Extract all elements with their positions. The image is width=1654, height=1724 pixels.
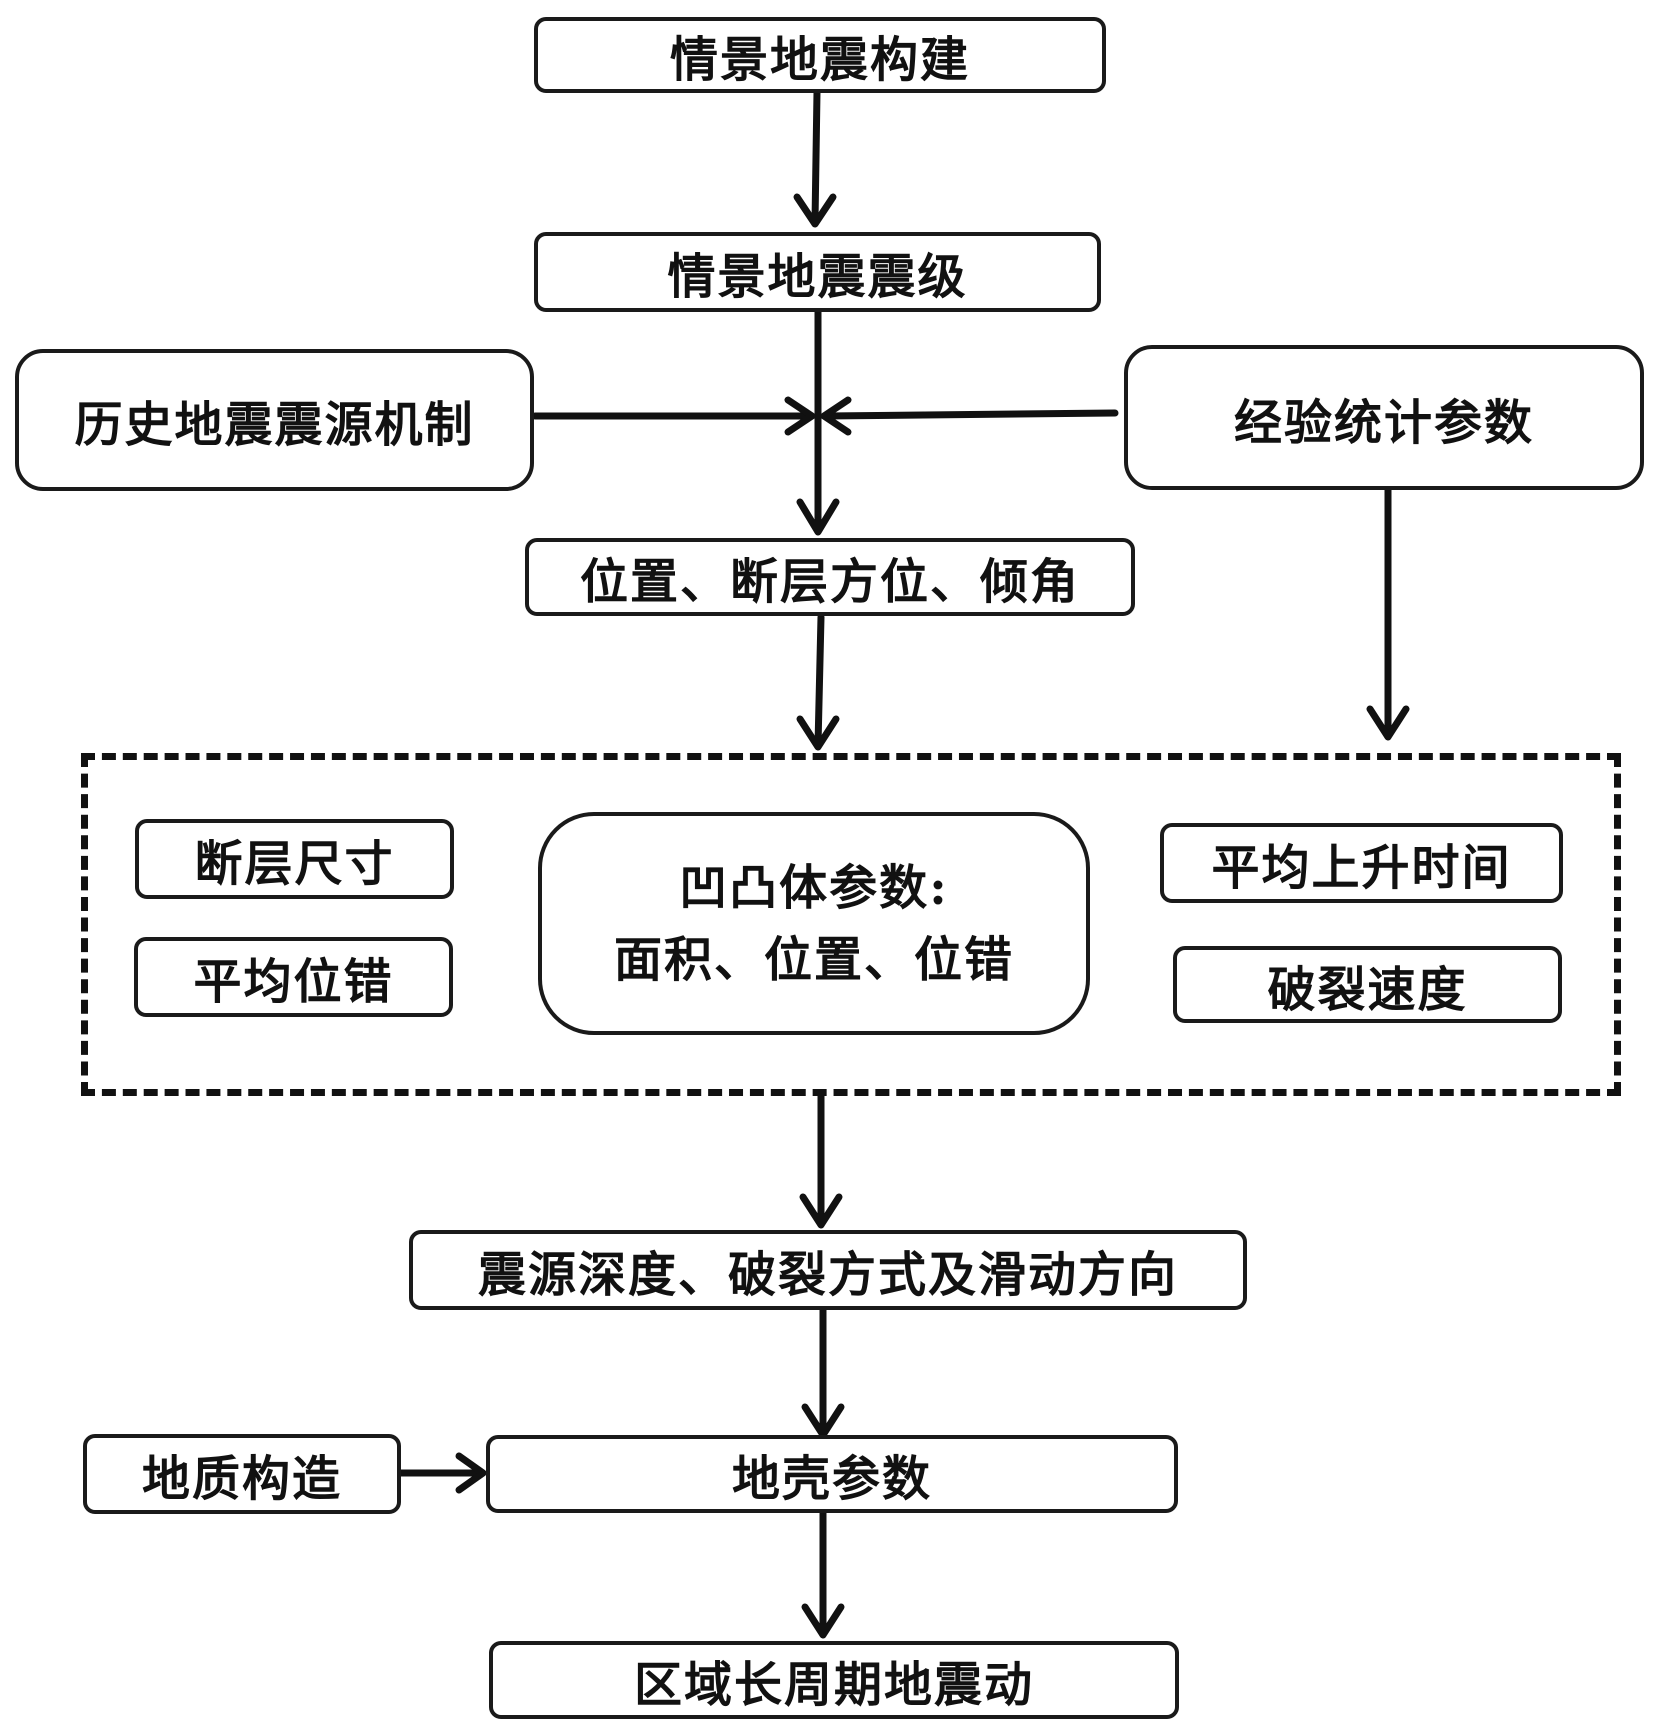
arrowhead-empirical-to-group [1366, 705, 1410, 741]
arrowhead-magnitude-to-position [796, 498, 840, 536]
node-geological-structure-label: 地质构造 [141, 1451, 342, 1507]
node-crustal-parameters-label: 地壳参数 [731, 1451, 932, 1507]
node-position-strike-dip: 位置、断层方位、倾角 [525, 538, 1135, 616]
node-average-rise-time: 平均上升时间 [1160, 823, 1563, 903]
arrowhead-construction-to-magnitude [793, 193, 837, 228]
arrowhead-geological-to-crustal [455, 1452, 487, 1494]
source-parameter-group [81, 753, 1621, 1096]
arrowhead-historical-to-junction [784, 396, 816, 436]
node-regional-long-period-motion: 区域长周期地震动 [489, 1641, 1179, 1719]
node-rupture-velocity: 破裂速度 [1173, 946, 1562, 1023]
node-scenario-construction: 情景地震构建 [534, 17, 1106, 93]
arrowhead-group-to-depth [799, 1193, 843, 1229]
node-historical-mechanism: 历史地震震源机制 [15, 349, 534, 491]
node-crustal-parameters: 地壳参数 [486, 1435, 1178, 1513]
node-average-slip: 平均位错 [134, 937, 453, 1017]
arrowhead-position-to-group [796, 715, 840, 751]
node-historical-mechanism-label: 历史地震震源机制 [74, 397, 475, 453]
arrowhead-crustal-to-regional [801, 1603, 845, 1639]
node-scenario-magnitude: 情景地震震级 [534, 232, 1101, 312]
arrow-position-to-group [814, 613, 825, 749]
arrowhead-empirical-to-junction [820, 396, 852, 436]
node-asperity-parameters: 凹凸体参数: 面积、位置、位错 [538, 812, 1090, 1035]
node-scenario-magnitude-label: 情景地震震级 [667, 249, 968, 305]
node-regional-long-period-motion-label: 区域长周期地震动 [633, 1657, 1034, 1713]
node-scenario-construction-label: 情景地震构建 [669, 32, 970, 88]
node-depth-rupture-slip-label: 震源深度、破裂方式及滑动方向 [477, 1247, 1178, 1303]
arrow-empirical-to-junction [822, 409, 1119, 420]
node-average-slip-label: 平均位错 [193, 954, 394, 1010]
node-rupture-velocity-label: 破裂速度 [1267, 961, 1468, 1018]
node-asperity-title: 凹凸体参数: [679, 859, 949, 916]
arrowhead-depth-to-crustal [801, 1403, 845, 1439]
node-empirical-parameters-label: 经验统计参数 [1233, 394, 1534, 451]
node-average-rise-time-label: 平均上升时间 [1211, 840, 1512, 896]
arrow-construction-to-magnitude [811, 88, 821, 226]
node-geological-structure: 地质构造 [83, 1434, 401, 1514]
node-empirical-parameters: 经验统计参数 [1124, 345, 1644, 490]
node-fault-size-label: 断层尺寸 [194, 836, 395, 892]
node-depth-rupture-slip: 震源深度、破裂方式及滑动方向 [409, 1230, 1247, 1310]
node-position-strike-dip-label: 位置、断层方位、倾角 [579, 554, 1080, 610]
node-asperity-detail: 面积、位置、位错 [613, 931, 1014, 988]
node-fault-size: 断层尺寸 [135, 819, 454, 899]
